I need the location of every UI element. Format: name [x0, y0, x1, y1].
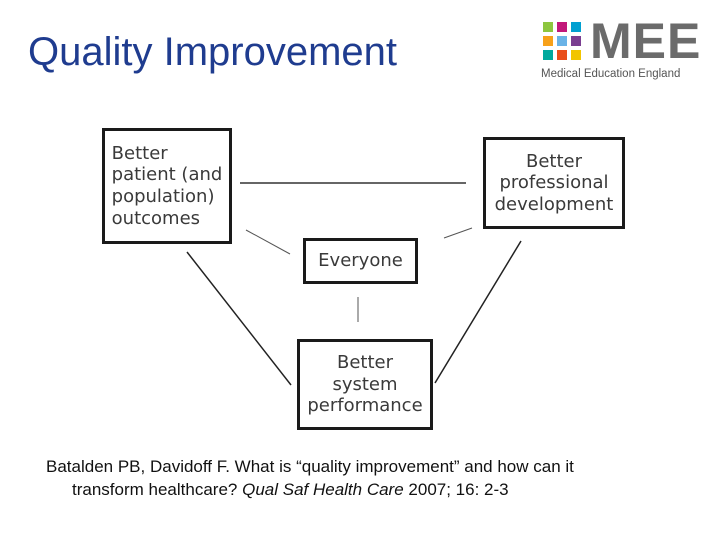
- connector-professional-system: [434, 240, 522, 384]
- citation-line-1: Batalden PB, Davidoff F. What is “qualit…: [46, 457, 574, 476]
- citation-line-2: transform healthcare? Qual Saf Health Ca…: [46, 479, 706, 502]
- box-better-system-performance-label: Better system performance: [307, 352, 423, 417]
- connector-outcomes-system: [186, 251, 292, 386]
- box-better-outcomes-label: Better patient (and population) outcomes: [111, 142, 223, 229]
- citation: Batalden PB, Davidoff F. What is “qualit…: [46, 456, 706, 502]
- slide-title: Quality Improvement: [28, 30, 398, 74]
- citation-reference: 2007; 16: 2-3: [403, 479, 509, 499]
- connector-professional-everyone: [443, 227, 473, 239]
- citation-text: transform healthcare?: [72, 479, 243, 499]
- mee-logo: MEE Medical Education England: [540, 13, 716, 88]
- box-everyone: Everyone: [303, 238, 418, 284]
- box-better-professional-development: Better professional development: [483, 137, 625, 229]
- box-everyone-label: Everyone: [318, 250, 403, 272]
- box-better-system-performance: Better system performance: [297, 339, 433, 430]
- logo-subtitle: Medical Education England: [541, 68, 681, 80]
- box-better-professional-development-label: Better professional development: [494, 150, 614, 215]
- logo-wordmark: MEE: [590, 13, 702, 69]
- connector-outcomes-everyone: [245, 229, 291, 255]
- box-better-outcomes: Better patient (and population) outcomes: [102, 128, 232, 244]
- citation-journal: Qual Saf Health Care: [242, 479, 404, 499]
- logo-squares-icon: [543, 22, 583, 62]
